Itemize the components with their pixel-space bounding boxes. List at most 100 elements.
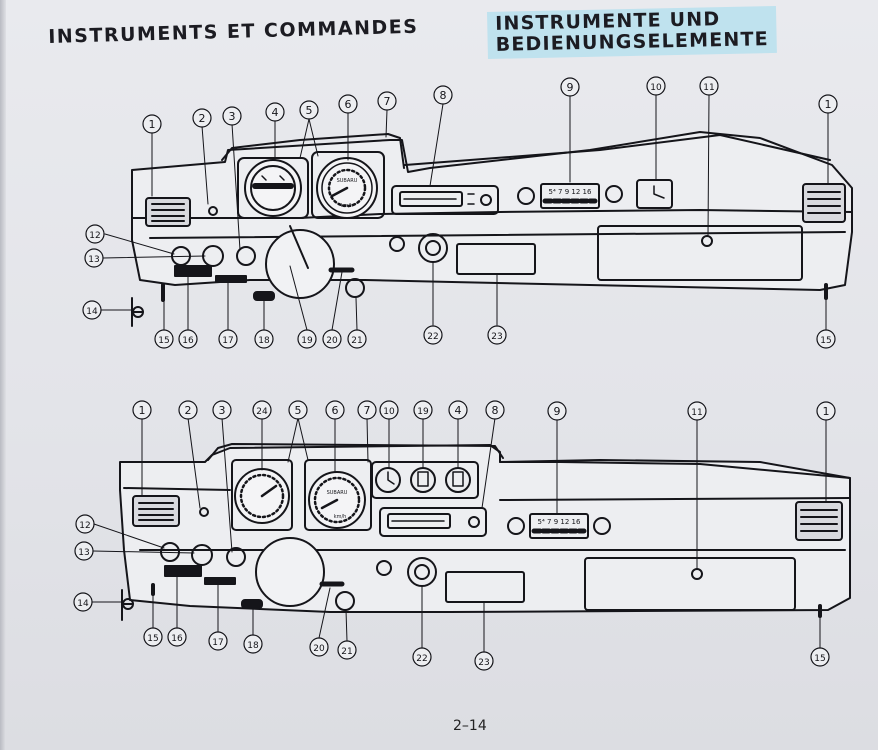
- pedal-18-top: [253, 291, 275, 301]
- small-gauge-4-inner: [452, 471, 464, 487]
- callout-top-5: 5: [299, 100, 319, 120]
- svg-text:4: 4: [272, 106, 279, 119]
- radio-preset-panel-bottom: 5⁴ 7 9 12 16: [507, 513, 611, 539]
- callout-bottom-16: 16: [167, 627, 187, 647]
- callout-top-2: 2: [192, 108, 212, 128]
- callout-top-3: 3: [222, 106, 242, 126]
- callout-bottom-21: 21: [337, 640, 357, 660]
- svg-text:1: 1: [823, 405, 830, 418]
- dash-bottom-binnacle: [207, 443, 504, 461]
- svg-text:18: 18: [247, 641, 259, 651]
- callout-top-6: 6: [338, 94, 358, 114]
- svg-text:5: 5: [306, 104, 313, 117]
- callout-bottom-18: 18: [243, 634, 263, 654]
- callout-top-22: 22: [423, 325, 443, 345]
- svg-text:1: 1: [825, 98, 832, 111]
- callout-bottom-9: 9: [547, 401, 567, 421]
- radio-presets-top: 5⁴ 7 9 12 16: [549, 188, 592, 196]
- callout-bottom-8: 8: [485, 400, 505, 420]
- callout-bottom-5: 5: [288, 400, 308, 420]
- callout-bottom-20: 20: [309, 637, 329, 657]
- lighter-bottom-inner: [414, 564, 430, 580]
- callout-top-16: 16: [178, 329, 198, 349]
- svg-text:1: 1: [149, 118, 156, 131]
- callout-bottom-4: 4: [448, 400, 468, 420]
- svg-text:11: 11: [691, 408, 702, 418]
- svg-text:3: 3: [229, 110, 236, 123]
- svg-text:2: 2: [199, 112, 206, 125]
- svg-text:16: 16: [182, 336, 194, 346]
- callout-top-14: 14: [82, 300, 102, 320]
- dash-bottom-upper-edge: [499, 461, 851, 479]
- speedo-brand-top: SUBARU: [337, 178, 358, 184]
- callout-top-18: 18: [254, 329, 274, 349]
- svg-text:14: 14: [86, 307, 98, 317]
- callout-bottom-22: 22: [412, 647, 432, 667]
- callout-top-9: 9: [560, 77, 580, 97]
- callout-bottom-7: 7: [357, 400, 377, 420]
- leader-lines-top: [100, 94, 829, 331]
- svg-text:16: 16: [171, 634, 183, 644]
- dashboard-bottom: SUBARU km/h 5⁴ 7 9 12 16: [119, 443, 851, 621]
- callout-bottom-2: 2: [178, 400, 198, 420]
- glovebox-top: [597, 225, 803, 281]
- svg-text:2: 2: [185, 404, 192, 417]
- dashboard-top: SUBARU km/h 5⁴ 7 9 12 16: [131, 131, 853, 327]
- callout-bottom-6: 6: [325, 400, 345, 420]
- air-vent-left-bottom: [132, 495, 180, 527]
- svg-text:6: 6: [332, 404, 339, 417]
- svg-text:21: 21: [341, 647, 352, 657]
- lever-17-top: [215, 275, 247, 283]
- callout-top-19: 19: [297, 329, 317, 349]
- small-gauge-panel: [371, 461, 479, 499]
- svg-text:13: 13: [78, 548, 89, 558]
- knob-top-left-b: [389, 236, 405, 252]
- svg-text:7: 7: [364, 404, 371, 417]
- svg-text:15: 15: [820, 336, 831, 346]
- callout-top-12: 12: [85, 224, 105, 244]
- speedo-unit-bottom: km/h: [334, 514, 347, 520]
- fuel-gauge-icon: [244, 159, 302, 217]
- svg-text:15: 15: [158, 336, 169, 346]
- air-vent-right-top: [802, 183, 846, 223]
- air-vent-right-bottom: [795, 501, 843, 541]
- dash-top-binnacle: [221, 133, 405, 169]
- callouts-bottom: 1 2 3 24 5 6 7 10 19 4 8 9 11 1 12 13 14…: [73, 400, 836, 671]
- knob-bottom-b: [376, 560, 392, 576]
- svg-text:1: 1: [139, 404, 146, 417]
- small-gauge-19-inner: [417, 471, 429, 487]
- svg-text:10: 10: [383, 407, 395, 417]
- switch-13-bottom: [191, 544, 213, 566]
- svg-text:23: 23: [491, 332, 502, 342]
- clock-icon: [636, 179, 673, 209]
- callout-top-17: 17: [218, 329, 238, 349]
- callout-bottom-15-right: 15: [810, 647, 830, 667]
- callout-top-10: 10: [646, 76, 666, 96]
- svg-text:3: 3: [219, 404, 226, 417]
- callout-top-15: 15: [154, 329, 174, 349]
- callout-bottom-23: 23: [474, 651, 494, 671]
- svg-text:11: 11: [703, 83, 714, 93]
- page-number: 2–14: [453, 718, 487, 734]
- steering-column-top: [265, 229, 335, 299]
- switch-small-bottom: [199, 507, 209, 517]
- svg-text:22: 22: [416, 654, 427, 664]
- svg-text:8: 8: [440, 89, 447, 102]
- callout-bottom-24: 24: [252, 400, 272, 420]
- callouts-top: 1 2 3 4 5 6 7 8 9 10 11 1 12 13 14 15 16…: [82, 76, 838, 349]
- speedometer-icon: SUBARU km/h: [316, 157, 378, 219]
- svg-text:12: 12: [79, 521, 90, 531]
- radio-bottom: [379, 507, 487, 537]
- dash-top-upper-edge: [404, 134, 831, 166]
- svg-text:14: 14: [77, 599, 89, 609]
- ashtray-top: [456, 243, 536, 275]
- svg-text:4: 4: [455, 404, 462, 417]
- callout-bottom-17: 17: [208, 631, 228, 651]
- glovebox-lock-top: [701, 235, 713, 247]
- switch-3-top: [236, 246, 256, 266]
- steering-column-top-line: [289, 225, 309, 269]
- svg-text:19: 19: [301, 336, 313, 346]
- svg-text:15: 15: [147, 634, 158, 644]
